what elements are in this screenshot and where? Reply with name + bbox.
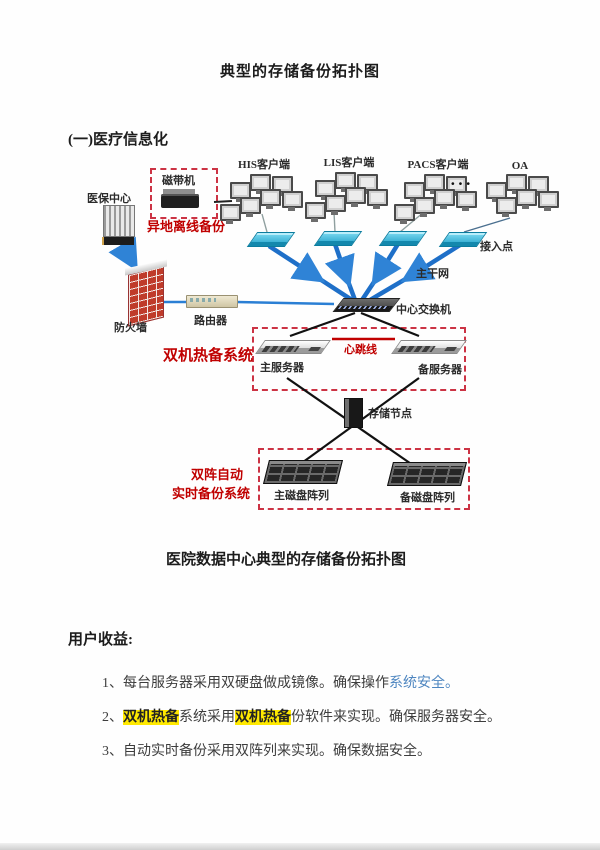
oa-client-cluster: OA (478, 160, 562, 222)
item-text: 每台服务器采用双硬盘做成镜像。确保操作 (123, 676, 389, 691)
firewall-icon (128, 265, 164, 327)
computer-group (478, 174, 566, 222)
router-label: 路由器 (194, 315, 227, 327)
computer-icon (240, 197, 261, 217)
central-switch-label: 中心交换机 (396, 304, 451, 316)
dual-array-line1: 双阵自动 (191, 467, 244, 482)
item-text: 系统采用 (179, 710, 235, 725)
pacs-clients-label: PACS客户端 (407, 159, 469, 171)
benefit-item-2: 2、双机热备系统采用双机热备份软件来实现。确保服务器安全。 (102, 706, 501, 726)
backbone-label: 主干网 (416, 268, 449, 280)
computer-icon (434, 189, 455, 209)
tape-drive-icon (161, 189, 199, 208)
benefit-item-1: 1、每台服务器采用双硬盘做成镜像。确保操作系统安全。 (102, 672, 459, 692)
offsite-backup-box (150, 168, 218, 219)
central-switch-icon (332, 298, 401, 312)
primary-server-label: 主服务器 (260, 362, 304, 374)
computer-icon (282, 191, 303, 211)
medical-center-label: 医保中心 (87, 193, 131, 205)
heartbeat-label: 心跳线 (344, 344, 377, 356)
offsite-backup-label: 异地离线备份 (147, 219, 226, 234)
pacs-client-cluster: PACS客户端 (394, 156, 482, 224)
computer-icon (496, 197, 517, 217)
benefit-item-3: 3、自动实时备份采用双阵列来实现。确保数据安全。 (102, 740, 431, 760)
computer-icon (516, 189, 537, 209)
benefits-heading: 用户收益: (68, 632, 133, 648)
computer-icon (424, 174, 445, 194)
page-bottom-edge (0, 843, 600, 850)
medical-center-server-icon (102, 205, 135, 245)
hot-standby-system-label: 双机热备系统 (163, 348, 254, 364)
computer-icon (367, 189, 388, 209)
lis-client-cluster: LIS客户端 (305, 154, 393, 222)
computer-group (220, 174, 308, 224)
access-point-label: 接入点 (480, 241, 513, 253)
topology-diagram: 医保中心 磁带机 异地离线备份 HIS客户端 LIS客户端 (62, 152, 562, 517)
ellipsis-label: ··· (450, 174, 474, 193)
storage-node-icon (344, 398, 363, 428)
lis-clients-label: LIS客户端 (323, 157, 375, 169)
dual-array-line2: 实时备份系统 (172, 486, 251, 501)
item-number: 2、 (102, 710, 123, 725)
his-clients-label: HIS客户端 (238, 159, 290, 171)
dual-array-system-label: 双阵自动 实时备份系统 (172, 464, 250, 502)
computer-icon (220, 204, 241, 224)
tape-drive-label: 磁带机 (162, 175, 195, 187)
computer-icon (538, 191, 559, 211)
page-title: 典型的存储备份拓扑图 (219, 64, 380, 80)
storage-node-label: 存储节点 (368, 408, 412, 420)
item-number: 1、 (102, 676, 123, 691)
firewall-label: 防火墙 (114, 322, 147, 334)
computer-icon (325, 195, 346, 215)
dual-array-box (258, 448, 470, 510)
computer-icon (394, 204, 415, 224)
item-number: 3、 (102, 744, 123, 759)
his-client-cluster: HIS客户端 (220, 156, 308, 224)
diagram-caption: 医院数据中心典型的存储备份拓扑图 (165, 552, 406, 568)
highlighted-text: 双机热备 (235, 710, 291, 725)
oa-label: OA (511, 160, 529, 172)
primary-server-icon (255, 340, 331, 354)
primary-disk-array-label: 主磁盘阵列 (274, 490, 329, 502)
computer-group (305, 172, 393, 222)
backup-disk-array-label: 备磁盘阵列 (400, 492, 455, 504)
system-safety-link[interactable]: 系统安全。 (389, 676, 459, 691)
hot-standby-box (252, 327, 466, 391)
computer-icon (456, 191, 477, 211)
section-heading: (一)医疗信息化 (68, 132, 168, 148)
highlighted-text: 双机热备 (123, 710, 179, 725)
backup-disk-array-icon (387, 462, 467, 486)
computer-icon (414, 197, 435, 217)
item-text: 份软件来实现。确保服务器安全。 (291, 710, 501, 725)
computer-icon (305, 202, 326, 222)
computer-icon (357, 174, 378, 194)
backup-server-label: 备服务器 (418, 364, 462, 376)
primary-disk-array-icon (263, 460, 343, 484)
computer-icon (506, 174, 527, 194)
computer-icon (260, 189, 281, 209)
backup-server-icon (391, 340, 467, 354)
computer-group (394, 174, 482, 224)
computer-icon (345, 187, 366, 207)
item-text: 自动实时备份采用双阵列来实现。确保数据安全。 (123, 744, 431, 759)
router-icon (186, 295, 238, 308)
